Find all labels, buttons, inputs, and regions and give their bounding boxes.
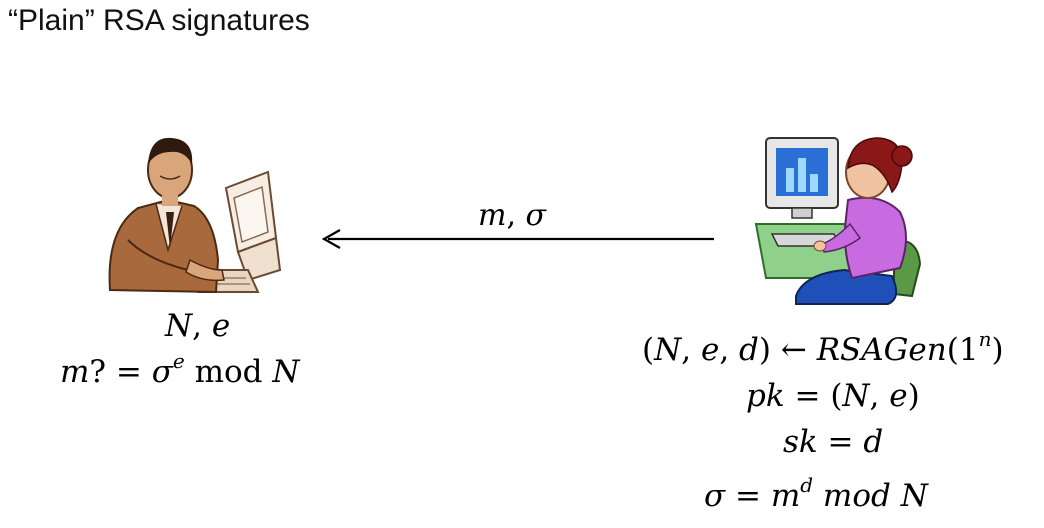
- message-label: m, σ: [478, 198, 547, 233]
- signer-secret-key: sk = d: [783, 424, 884, 460]
- signer-public-key: pk = (N, e): [746, 378, 920, 414]
- signer-keygen: (N, e, d) ← RSAGen(1n): [642, 327, 1004, 368]
- woman-at-computer-illustration: [754, 137, 922, 305]
- man-at-computer-illustration: [108, 137, 282, 294]
- left-arrow-icon: [321, 229, 714, 249]
- signer-signature-equation: σ = md mod N: [704, 473, 928, 514]
- slide-title: “Plain” RSA signatures: [8, 4, 310, 37]
- verifier-check-equation: m? = σe mod N: [60, 349, 300, 390]
- verifier-public-key: N, e: [165, 308, 231, 344]
